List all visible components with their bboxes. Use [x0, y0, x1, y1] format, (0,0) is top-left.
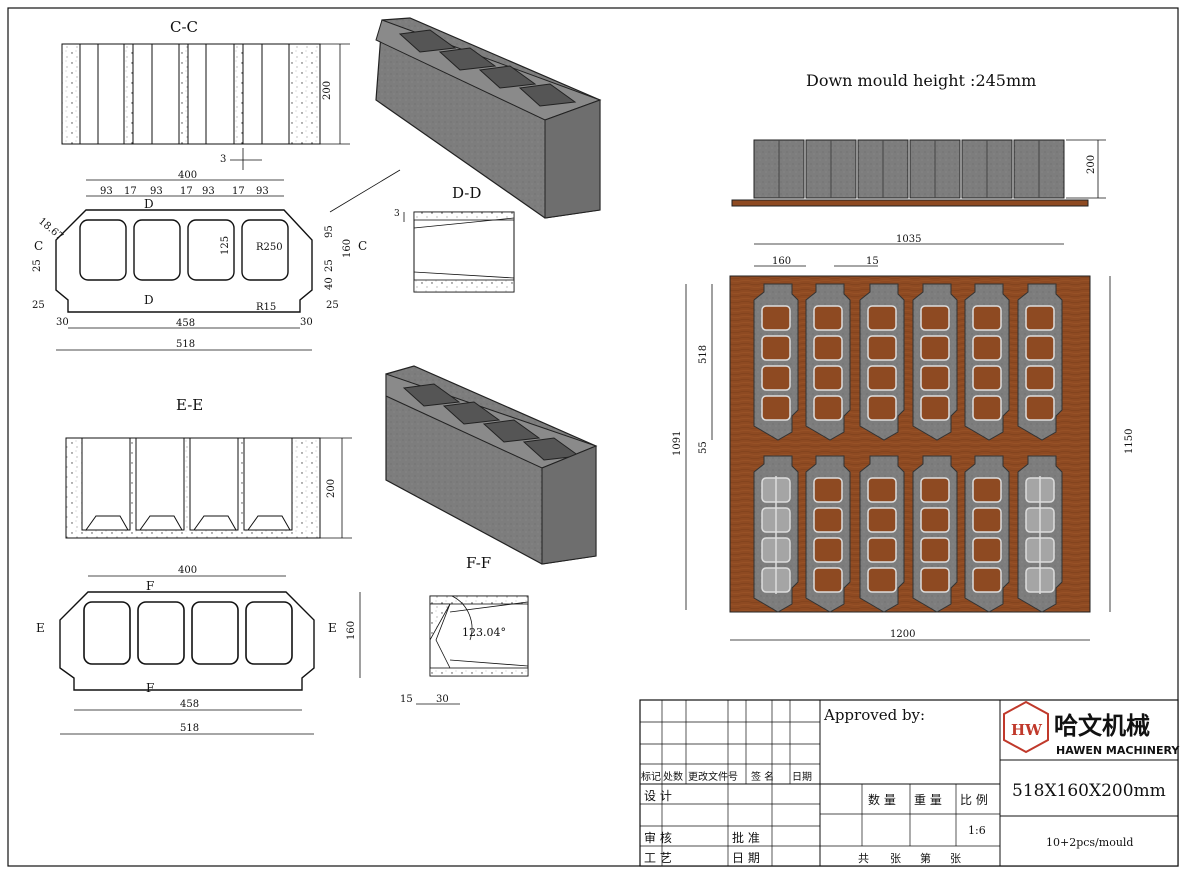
plan-d125: 125	[220, 236, 231, 255]
plan-r15: R15	[256, 302, 276, 313]
label-gongyi: 工 艺	[644, 851, 672, 865]
label-zhang1: 张	[890, 852, 901, 865]
plan-d25br: 25	[326, 300, 339, 311]
block-size: 518X160X200mm	[1012, 781, 1166, 801]
plan-dim-93d: 93	[256, 186, 269, 197]
label-bili: 比 例	[960, 793, 988, 807]
plan-dim-17c: 17	[232, 186, 245, 197]
label-qianming: 签 名	[751, 770, 774, 783]
label-chushu: 处数	[663, 770, 683, 783]
plan2-dim-400: 400	[178, 565, 197, 576]
approved-label: Approved by:	[823, 706, 925, 724]
section-ee: E-E 200	[65, 396, 352, 539]
section-cc: C-C 200 3	[61, 18, 350, 170]
brand-en: HAWEN MACHINERY	[1056, 744, 1180, 757]
label-shuliang: 数 量	[868, 792, 896, 807]
sheet-border	[7, 7, 1179, 867]
plan-dim-17b: 17	[180, 186, 193, 197]
mould-elev-200: 200	[1086, 155, 1097, 174]
cut-c-right: C	[358, 239, 367, 253]
plan-d160: 160	[342, 239, 353, 258]
brand-cn: 哈文机械	[1054, 712, 1150, 740]
ee-dim-200: 200	[326, 479, 337, 498]
plan-dim-458: 458	[176, 318, 195, 329]
cc-dim-200: 200	[322, 81, 333, 100]
mould-elevation: Down mould height :245mm 200	[731, 71, 1106, 207]
label-genggai: 更改文件号	[688, 770, 738, 783]
section-dd: D-D 3	[394, 184, 515, 293]
plan-d25bl: 25	[32, 300, 45, 311]
mould-dim-1091: 1091	[672, 431, 683, 456]
section-dd-title: D-D	[452, 184, 481, 202]
mould-title: Down mould height :245mm	[806, 71, 1036, 90]
plan-dim-93b: 93	[150, 186, 163, 197]
logo-letters: HW	[1011, 721, 1043, 739]
isometric-block-top	[375, 17, 602, 219]
title-block: Approved by: HW 哈文机械 HAWEN MACHINERY 518…	[639, 699, 1180, 867]
ff-dim-15: 15	[400, 694, 413, 705]
plan2-dim-160: 160	[346, 621, 357, 640]
plan-d30r: 30	[300, 317, 313, 328]
cut-e-left: E	[36, 621, 45, 635]
mould-dim-160: 160	[772, 256, 791, 267]
plan-dim-93c: 93	[202, 186, 215, 197]
label-zhang2: 张	[950, 852, 961, 865]
label-pizhun: 批 准	[732, 830, 760, 845]
mould-dim-1035: 1035	[896, 234, 921, 245]
mould-dim-518: 518	[698, 345, 709, 364]
scale-value: 1:6	[968, 824, 986, 837]
plan-dim-17a: 17	[124, 186, 137, 197]
ff-dim-30: 30	[436, 694, 449, 705]
plan-dim-93a: 93	[100, 186, 113, 197]
mould-dim-15: 15	[866, 256, 879, 267]
plan-dim-518: 518	[176, 339, 195, 350]
cut-e-right: E	[328, 621, 337, 635]
label-shenhe: 审 核	[644, 830, 672, 845]
cut-f-top: F	[146, 579, 154, 593]
dd-dim-3: 3	[394, 209, 400, 219]
plan-view-top: 400 93 17 93 17 93 17 93 18.67 R250 R15 …	[32, 169, 401, 351]
brand-logo: HW	[1003, 700, 1049, 754]
label-gong: 共	[858, 852, 869, 865]
ff-angle: 123.04°	[462, 626, 506, 639]
plan-d25l: 25	[32, 259, 43, 272]
plan2-dim-518: 518	[180, 723, 199, 734]
label-biaoji: 标记	[641, 771, 661, 783]
cc-dim-3: 3	[220, 154, 226, 165]
mould-dim-55: 55	[698, 441, 709, 454]
cut-f-bottom: F	[146, 681, 154, 695]
mould-dim-1200: 1200	[890, 629, 915, 640]
cut-d-bottom: D	[144, 293, 154, 307]
plan-view-bottom: 400 E E F F 160 458 518	[36, 565, 361, 735]
isometric-block-bottom	[385, 365, 598, 565]
label-zhongliang: 重 量	[914, 793, 942, 807]
block-qty: 10+2pcs/mould	[1046, 836, 1133, 849]
cut-d-top: D	[144, 197, 154, 211]
label-di: 第	[920, 851, 931, 865]
plan2-dim-458: 458	[180, 699, 199, 710]
mould-plan: 1035 160 15 1091 518 55 1150 1200	[672, 234, 1135, 641]
section-ff: F-F 123.04° 15 30	[400, 554, 529, 705]
plan-d25r: 25	[324, 259, 335, 272]
cut-c-left: C	[34, 239, 43, 253]
label-riqi2: 日 期	[732, 851, 760, 865]
section-ee-title: E-E	[176, 396, 203, 414]
label-riqi: 日期	[792, 771, 812, 783]
section-ff-title: F-F	[466, 554, 491, 572]
plan-d40: 40	[324, 277, 335, 290]
mould-dim-1150: 1150	[1124, 429, 1135, 454]
plan-r250: R250	[256, 242, 283, 253]
plan-d30l: 30	[56, 317, 69, 328]
plan-dim-400: 400	[178, 170, 197, 181]
plan-d95: 95	[324, 225, 335, 238]
section-cc-title: C-C	[170, 18, 198, 36]
label-sheji: 设 计	[644, 789, 672, 803]
